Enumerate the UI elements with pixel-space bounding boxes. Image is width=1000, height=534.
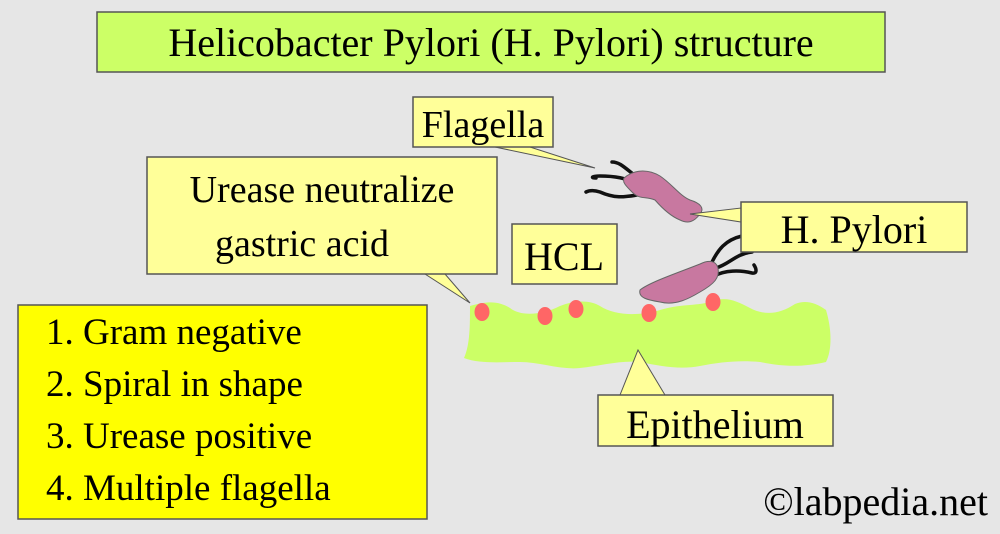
urease-label-line1: Urease neutralize	[190, 169, 455, 211]
urease-dot	[568, 300, 584, 318]
h-pylori-callout: H. Pylori	[689, 201, 968, 253]
epithelium-layer	[464, 299, 831, 369]
epithelium-label: Epithelium	[626, 402, 804, 447]
urease-dot	[705, 293, 721, 311]
feature-item: 4. Multiple flagella	[46, 468, 331, 509]
h-pylori-bacterium-upper	[584, 160, 703, 223]
feature-item: 3. Urease positive	[46, 416, 312, 457]
feature-item: 2. Spiral in shape	[46, 364, 303, 405]
h-pylori-label: H. Pylori	[781, 207, 928, 252]
title-box: Helicobacter Pylori (H. Pylori) structur…	[96, 11, 886, 73]
urease-dot	[641, 304, 657, 322]
urease-label-line2: gastric acid	[215, 223, 389, 265]
flagella-label: Flagella	[422, 104, 545, 146]
hcl-box: HCL	[511, 223, 618, 285]
hcl-label: HCL	[524, 234, 604, 279]
feature-item: 1. Gram negative	[46, 312, 302, 353]
urease-dot	[537, 307, 553, 325]
urease-dot	[474, 303, 490, 321]
watermark: ©labpedia.net	[763, 479, 988, 524]
epithelium-callout: Epithelium	[597, 348, 834, 447]
title: Helicobacter Pylori (H. Pylori) structur…	[168, 20, 813, 65]
flagella-callout: Flagella	[412, 96, 596, 169]
features-list: 1. Gram negative 2. Spiral in shape 3. U…	[17, 304, 428, 520]
urease-dots	[474, 293, 721, 325]
urease-callout: Urease neutralize gastric acid	[146, 156, 498, 304]
